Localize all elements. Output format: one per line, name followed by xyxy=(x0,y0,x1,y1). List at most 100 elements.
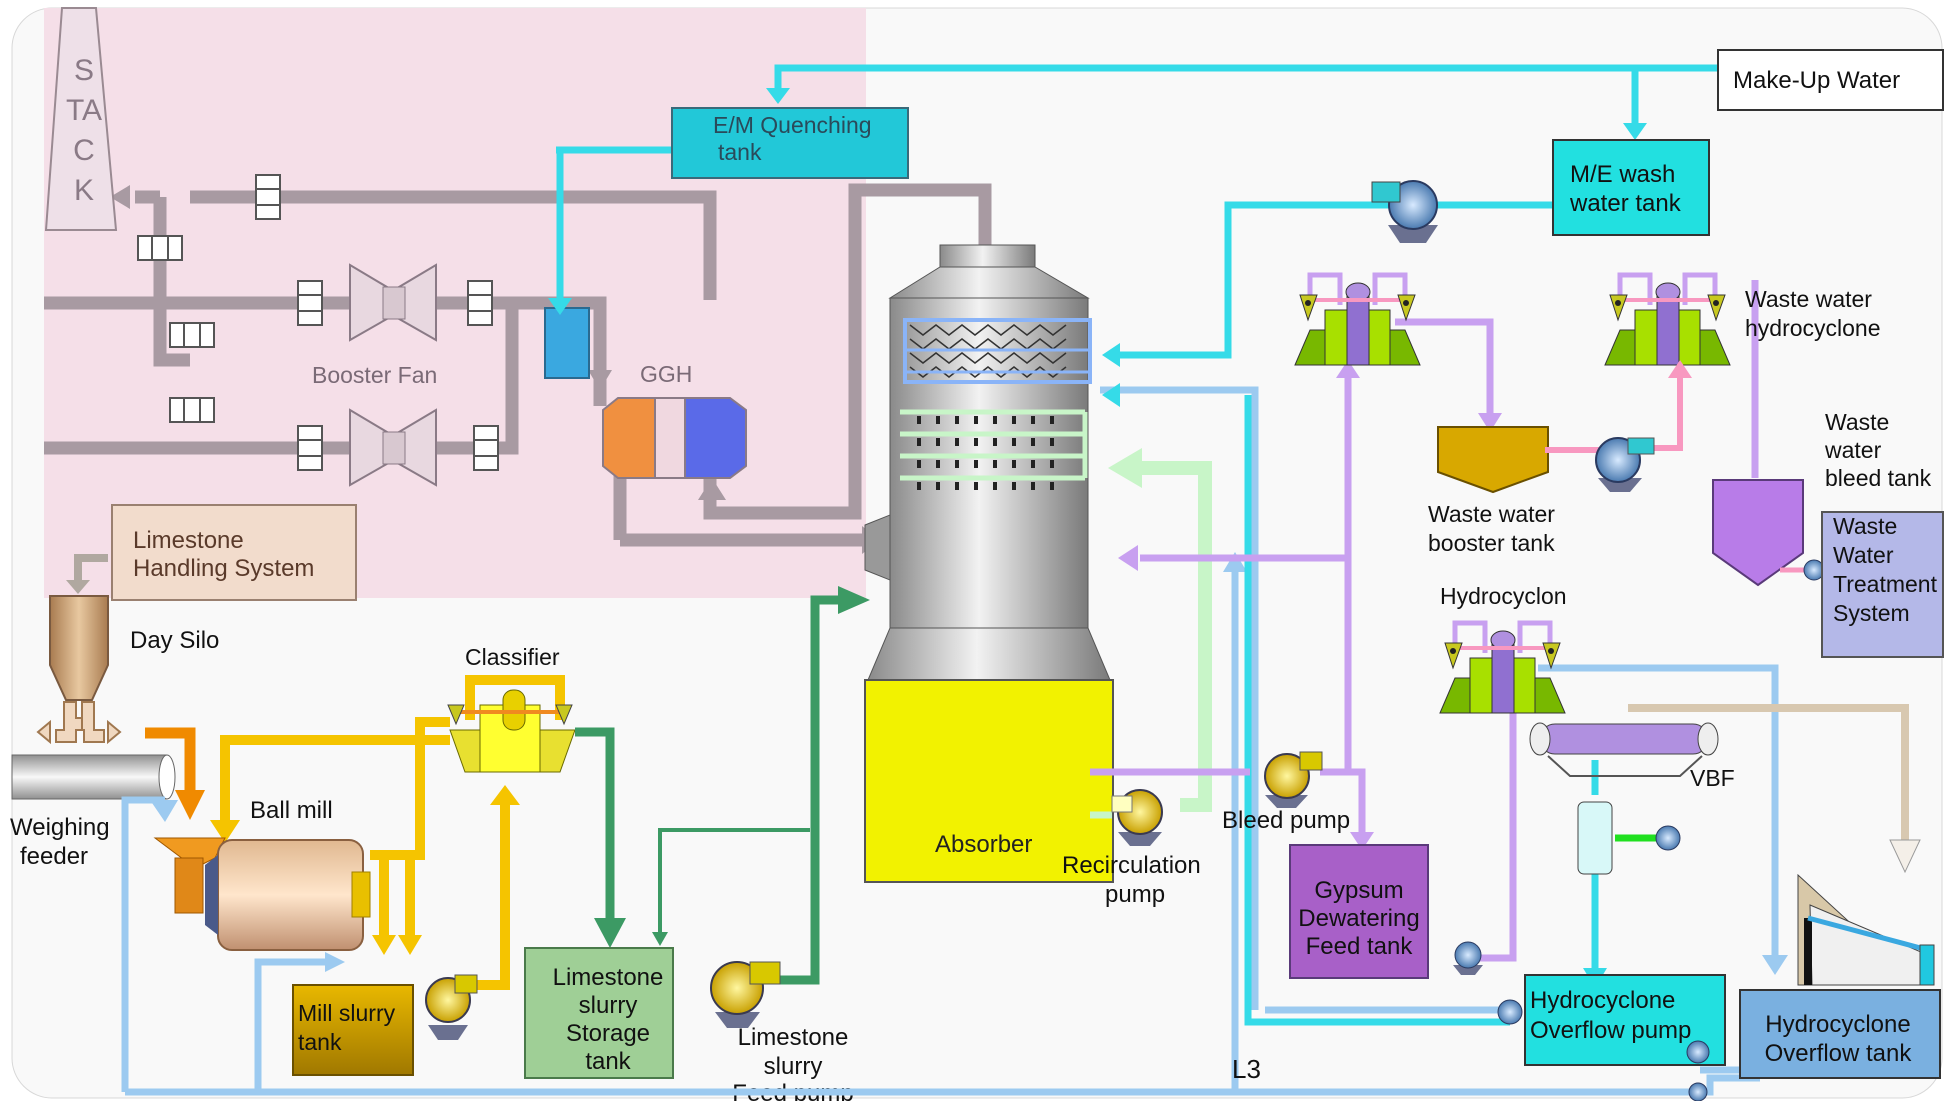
ww-booster-label-2: booster tank xyxy=(1428,530,1555,556)
waste-water-booster-pump xyxy=(1595,437,1655,492)
stack-label-3: C xyxy=(73,134,95,167)
spray-nozzle xyxy=(993,416,997,424)
spray-nozzle xyxy=(1050,460,1054,468)
waste-water-booster-tank xyxy=(1437,426,1549,494)
blue-arrow-mill xyxy=(150,800,178,822)
vacuum-belt-filter xyxy=(1529,722,1719,777)
spray-nozzle xyxy=(1031,482,1035,490)
purple-arrow-absorber xyxy=(1118,545,1138,571)
absorber-tower xyxy=(864,244,1114,883)
stack-label-1: S xyxy=(74,54,94,87)
ball-mill xyxy=(217,839,364,951)
limestone-storage-label-4: tank xyxy=(585,1048,631,1075)
limestone-storage-label-3: Storage xyxy=(566,1020,650,1047)
weighing-feeder-end xyxy=(158,754,176,800)
damper-4 xyxy=(169,397,215,423)
classifier-label: Classifier xyxy=(465,644,560,670)
purple-arrow-hydrocyclone xyxy=(1336,360,1360,378)
ww-booster-label-1: Waste water xyxy=(1428,501,1555,527)
ball-mill-label: Ball mill xyxy=(250,797,333,824)
booster-fan-upper xyxy=(349,263,437,342)
wwts-label-3: Treatment xyxy=(1833,571,1938,597)
ww-hydrocyclone-label-1: Waste water xyxy=(1745,286,1872,312)
spray-nozzle xyxy=(917,460,921,468)
spray-nozzle xyxy=(936,438,940,446)
filtrate-receiver xyxy=(1577,801,1613,875)
blue-arrow-overflow-tank xyxy=(1762,955,1788,975)
mill-inlet xyxy=(174,857,204,914)
day-silo xyxy=(49,595,109,701)
limestone-slurry-yellow-lines xyxy=(220,675,565,990)
absorber-label: Absorber xyxy=(935,831,1032,858)
blue-return-lines xyxy=(121,386,1779,1096)
spray-nozzle xyxy=(917,438,921,446)
green-slurry-lines xyxy=(575,595,840,985)
wash-header-pipes xyxy=(905,348,1090,374)
gypsum-dewatering-feed-tank xyxy=(1289,844,1429,979)
hydrocyclone-valve-left xyxy=(1609,294,1628,322)
spray-nozzle xyxy=(936,482,940,490)
limestone-feed-arrow xyxy=(74,554,108,582)
spray-nozzle xyxy=(1031,460,1035,468)
damper-1 xyxy=(255,174,281,220)
vacuum-pump xyxy=(1655,825,1681,851)
weighing-feeder-label-1: Weighing xyxy=(10,814,110,841)
spray-nozzle xyxy=(917,482,921,490)
classifier xyxy=(447,689,576,773)
gypsum-cake-arrow xyxy=(1889,839,1921,874)
spray-nozzle xyxy=(974,438,978,446)
blue-arrow-absorber xyxy=(1223,552,1247,572)
gypsum-purple-lines xyxy=(1140,280,1759,962)
limestone-feed-pump-label-2: slurry xyxy=(764,1053,823,1080)
hc-overflow-tank-label-1: Hydrocyclone xyxy=(1765,1011,1910,1038)
recirculation-pump xyxy=(1111,789,1163,846)
classifier-to-storage-arrow xyxy=(594,918,626,948)
stack-label-4: K xyxy=(74,174,94,207)
gypsum-feed-pump xyxy=(1453,941,1483,975)
spray-nozzle xyxy=(1031,416,1035,424)
recirculation-lines xyxy=(1090,461,1250,819)
gypsum-storage-shed xyxy=(1797,873,1935,986)
day-silo-label: Day Silo xyxy=(130,627,219,654)
hydrocyclon-label: Hydrocyclon xyxy=(1440,583,1567,609)
ww-bleed-label-1: Waste xyxy=(1825,409,1889,435)
page-mark: L3 xyxy=(1232,1054,1261,1084)
water-arrow-wash xyxy=(1623,123,1647,140)
limestone-handling-box xyxy=(111,504,357,601)
spray-nozzle xyxy=(1050,482,1054,490)
ggh-heat-exchanger xyxy=(544,307,747,479)
gypsum-tank-label-2: Dewatering xyxy=(1298,905,1419,932)
make-up-water-label: Make-Up Water xyxy=(1733,67,1900,94)
waste-water-hydrocyclone xyxy=(1604,272,1731,366)
ggh-return-arrow xyxy=(698,478,726,500)
bleed-pump xyxy=(1264,751,1323,808)
mill-slurry-tank-label-2: tank xyxy=(298,1029,342,1055)
ww-hydrocyclone-label-2: hydrocyclone xyxy=(1745,315,1881,341)
wwts-label-1: Waste xyxy=(1833,513,1897,539)
recirc-pump-label-1: Recirculation xyxy=(1062,852,1201,879)
mist-eliminator-row xyxy=(909,352,1067,364)
spray-nozzle xyxy=(1012,482,1016,490)
wwts-label-4: System xyxy=(1833,600,1910,626)
limestone-feed-pump-label-1: Limestone xyxy=(738,1024,849,1051)
water-arrow-ggh xyxy=(548,298,572,315)
purple-arrow-gypsum-tank xyxy=(1350,832,1374,850)
water-arrow-quench xyxy=(766,88,790,104)
spray-nozzle xyxy=(936,460,940,468)
hc-overflow-tank-pump-2 xyxy=(1688,1082,1708,1102)
wash-water-pump xyxy=(1371,180,1438,243)
wwts-label-2: Water xyxy=(1833,542,1894,568)
gypsum-hydrocyclone xyxy=(1294,272,1421,366)
me-wash-water-tank xyxy=(1552,139,1710,236)
mill-slurry-pump-arrow xyxy=(490,785,520,805)
hc-overflow-pump-label-2: Overflow pump xyxy=(1530,1017,1691,1044)
classifier-return-arrow xyxy=(210,820,240,843)
spray-nozzle xyxy=(974,460,978,468)
mist-eliminator-row xyxy=(909,366,1067,378)
gypsum-tank-label-1: Gypsum xyxy=(1314,877,1403,904)
hc-overflow-tank-pump-1 xyxy=(1686,1040,1710,1064)
spray-nozzle xyxy=(917,416,921,424)
spray-nozzle xyxy=(993,460,997,468)
waste-water-treatment-system xyxy=(1821,511,1944,658)
